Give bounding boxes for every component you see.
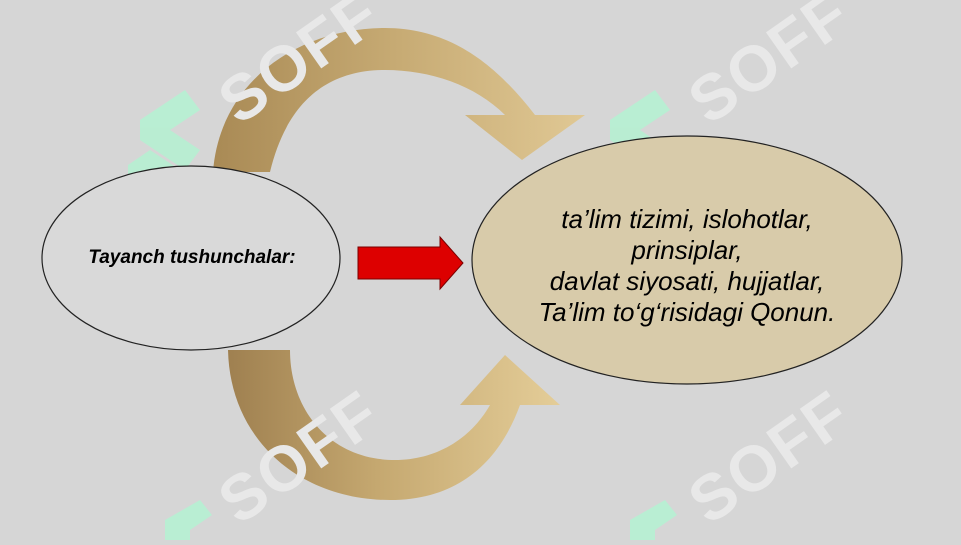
right-node-line-3: davlat siyosati, hujjatlar, [549,266,825,296]
watermark-logo-3 [165,500,212,540]
red-arrow [357,235,464,291]
right-node-line-4: Ta’lim to‘g‘risidagi Qonun. [538,297,836,327]
right-ellipse [471,135,903,385]
right-node-label: ta’lim tizimi, islohotlar, prinsiplar, d… [475,186,899,346]
curved-arrow-top [213,28,585,172]
right-node-line-1: ta’lim tizimi, islohotlar, [561,204,813,234]
watermark-logo-4 [630,500,677,540]
left-node-label: Tayanch tushunchalar: [88,247,296,268]
curved-arrow-bottom [228,350,560,500]
right-node-line-2: prinsiplar, [631,235,743,265]
left-ellipse [41,165,341,351]
